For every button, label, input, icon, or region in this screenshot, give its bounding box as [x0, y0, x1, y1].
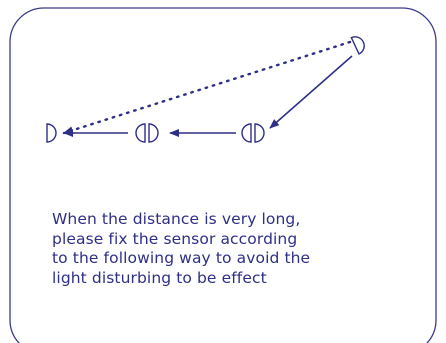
beam-emitter-to-relay-2 [269, 55, 353, 129]
diagram-frame [9, 7, 437, 343]
relay-sensor-2-icon [241, 123, 265, 143]
relay-sensor-1-icon [135, 123, 159, 143]
sensor-receiver-icon [46, 123, 57, 143]
direct-beam-dotted [62, 40, 352, 135]
sensor-emitter-icon [350, 36, 365, 55]
diagram-caption: When the distance is very long, please f… [52, 210, 311, 287]
